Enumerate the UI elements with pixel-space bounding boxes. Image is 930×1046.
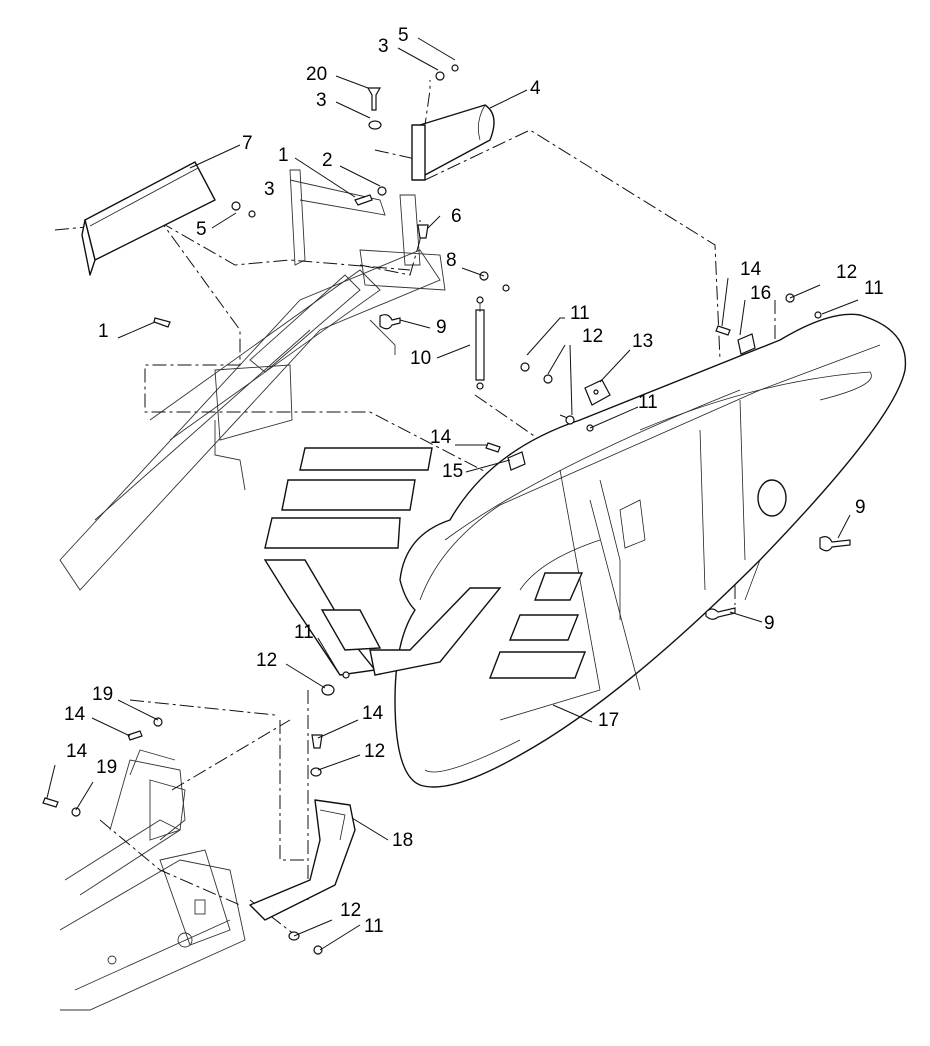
part-18-bracket [249, 799, 356, 921]
callout-1: 1 [98, 321, 109, 342]
callout-14: 14 [64, 704, 86, 725]
part-4-cover [411, 104, 495, 181]
callout-labels: 5 3 20 3 4 7 1 2 3 5 6 8 1 9 10 14 16 12… [64, 25, 884, 937]
callout-12: 12 [364, 741, 385, 762]
callout-12: 12 [582, 326, 603, 347]
callout-5: 5 [196, 219, 207, 240]
fasteners [42, 64, 851, 955]
callout-20: 20 [306, 64, 327, 85]
part-15-clip [507, 451, 526, 471]
callout-17: 17 [598, 710, 619, 731]
callout-10: 10 [410, 348, 431, 369]
part-7-shield [81, 161, 216, 276]
callout-11: 11 [864, 278, 884, 299]
callout-14: 14 [740, 259, 762, 280]
callout-1: 1 [278, 145, 289, 166]
callout-16: 16 [750, 283, 771, 304]
callout-11: 11 [294, 622, 314, 643]
part-10-gas-strut [475, 296, 485, 390]
callout-18: 18 [392, 830, 413, 851]
callout-9: 9 [436, 317, 447, 338]
callout-11: 11 [364, 916, 384, 937]
callout-14: 14 [362, 703, 384, 724]
chassis-frame [59, 169, 446, 1011]
callout-5: 5 [398, 25, 409, 46]
callout-8: 8 [446, 250, 457, 271]
callout-12: 12 [836, 262, 857, 283]
callout-3: 3 [378, 36, 389, 57]
callout-12: 12 [340, 900, 361, 921]
callout-9: 9 [764, 613, 775, 634]
callout-2: 2 [322, 150, 333, 171]
callout-6: 6 [451, 206, 462, 227]
callout-4: 4 [530, 78, 541, 99]
part-13-hinge [584, 379, 611, 406]
part-16-clip [737, 333, 756, 355]
callout-3: 3 [264, 179, 275, 200]
callout-11: 11 [570, 303, 590, 324]
callout-14: 14 [430, 427, 452, 448]
callout-9: 9 [855, 497, 866, 518]
callout-12: 12 [256, 650, 277, 671]
leader-lines [46, 37, 859, 951]
brand-logo [263, 447, 587, 679]
callout-3: 3 [316, 90, 327, 111]
callout-11: 11 [638, 392, 658, 413]
callout-15: 15 [442, 461, 463, 482]
callout-14: 14 [66, 741, 88, 762]
callout-19: 19 [92, 684, 113, 705]
callout-19: 19 [96, 757, 117, 778]
callout-7: 7 [242, 133, 253, 154]
callout-13: 13 [632, 331, 653, 352]
